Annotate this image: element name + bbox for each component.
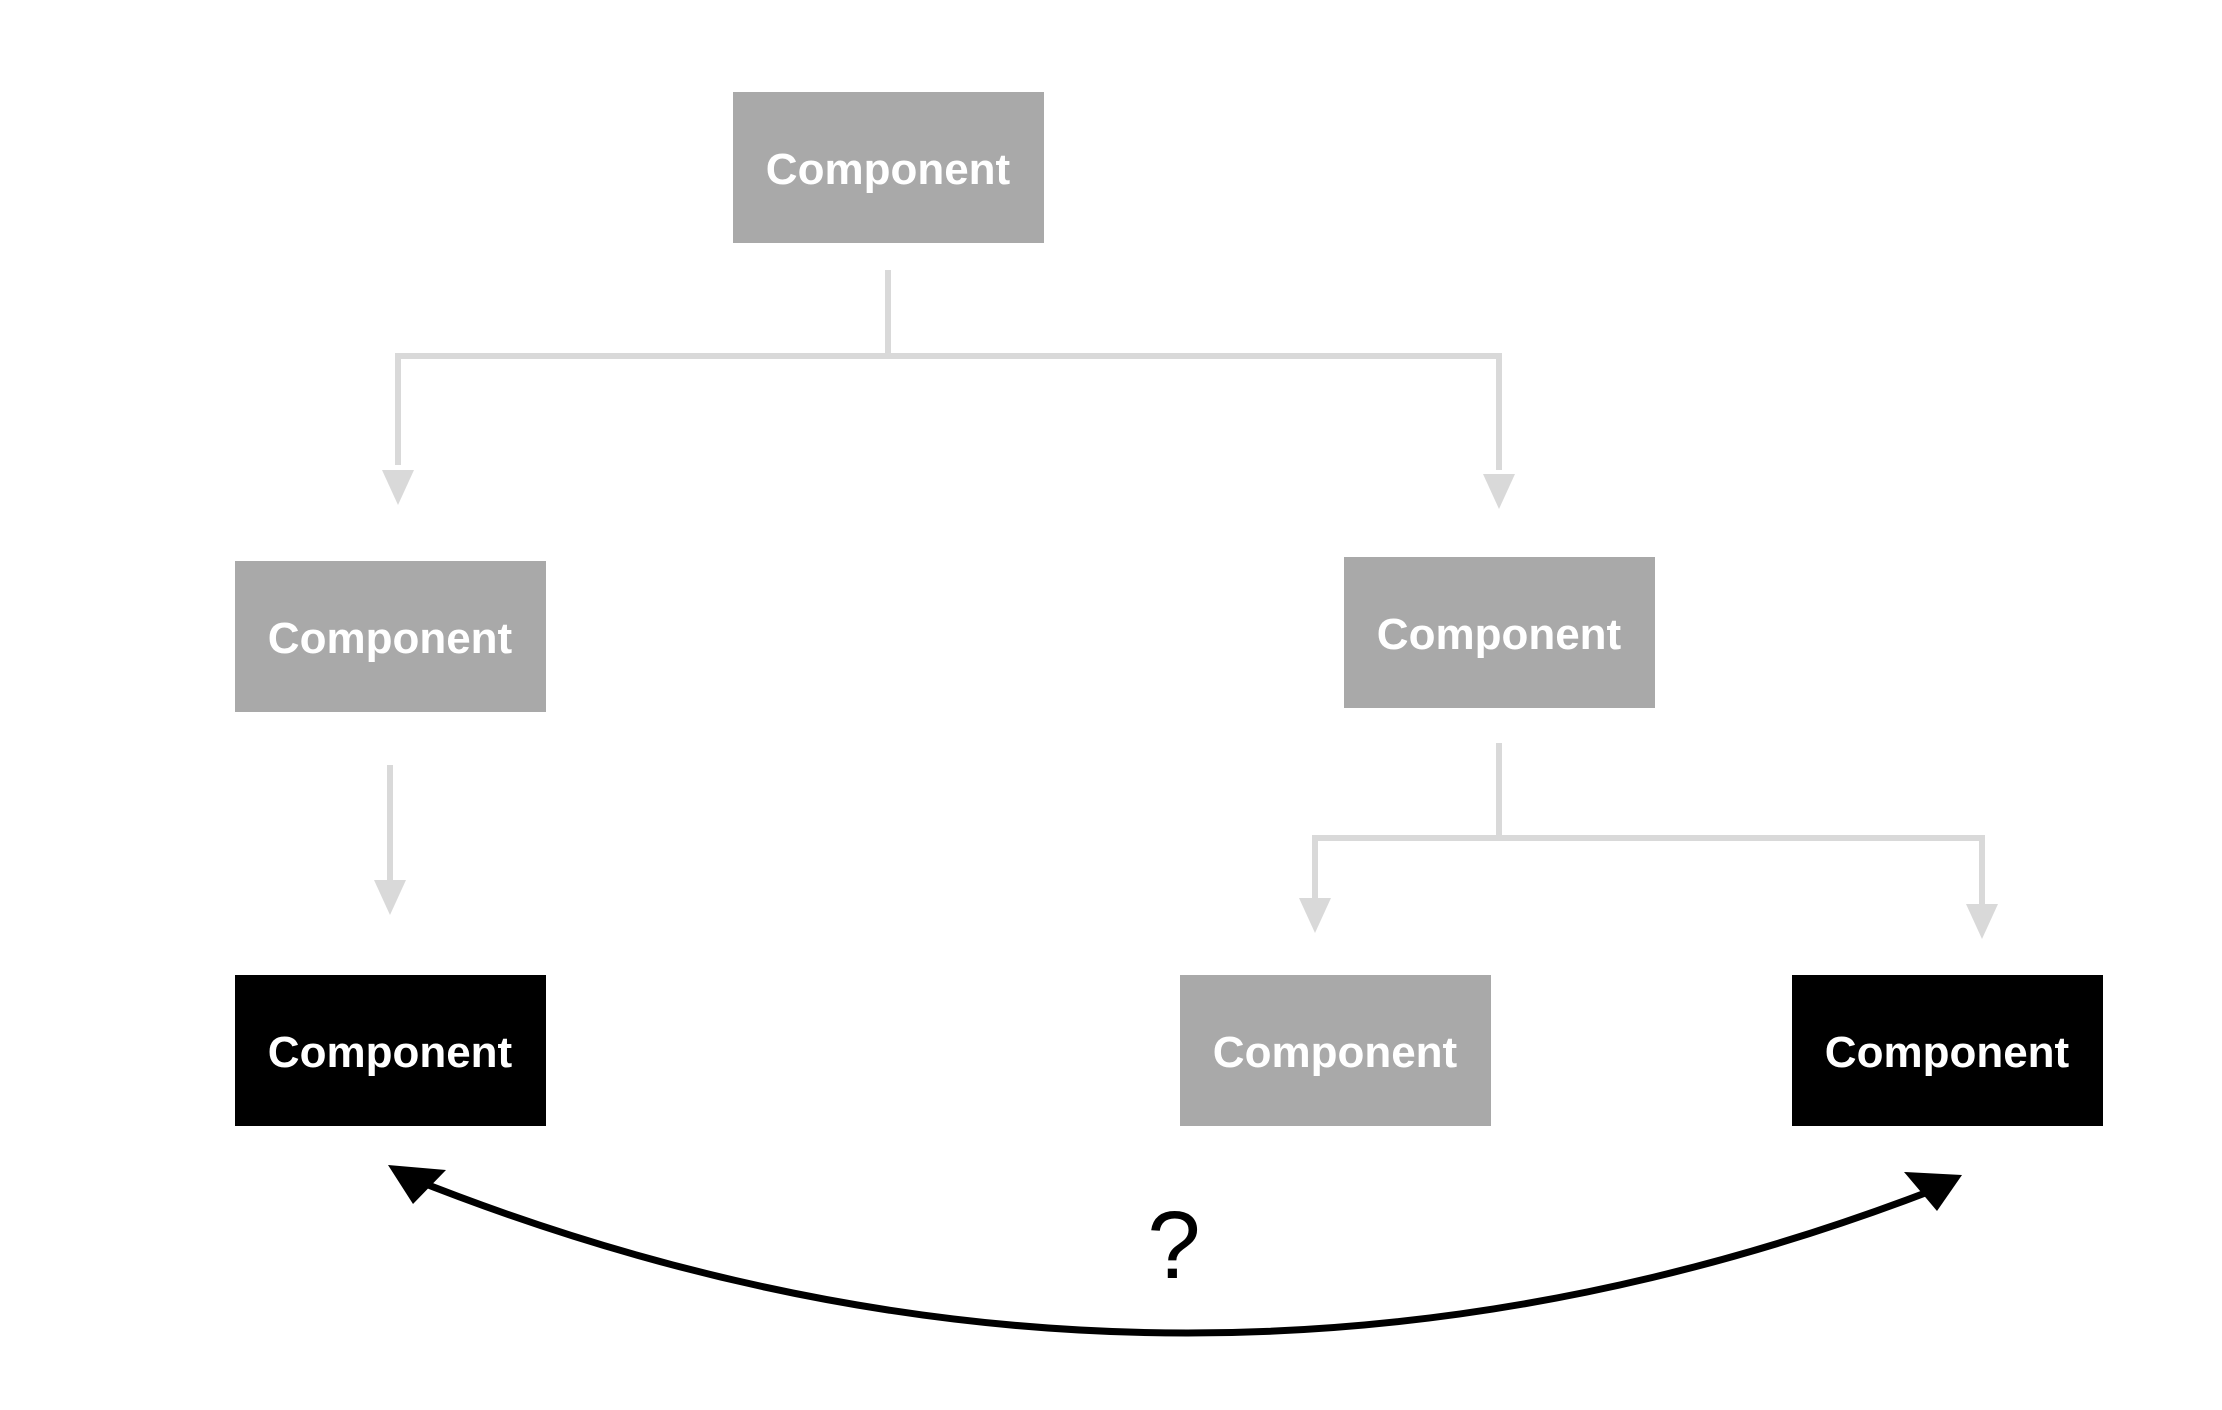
arrowhead-to-left-child — [382, 470, 414, 505]
component-box — [235, 561, 546, 712]
component-label: Component — [1825, 1028, 2070, 1077]
arrowhead-to-left-leaf — [374, 880, 406, 915]
component-box — [1180, 975, 1491, 1126]
component-right-leaf: Component — [1792, 975, 2103, 1126]
relation-arrow: ? — [388, 1165, 1962, 1337]
component-label: Component — [766, 145, 1011, 194]
arrowhead-to-middle-leaf — [1299, 898, 1331, 933]
relation-arrowhead-right — [1904, 1172, 1962, 1211]
relation-curve — [406, 1173, 1948, 1337]
component-root: Component — [733, 92, 1044, 243]
component-box — [1792, 975, 2103, 1126]
component-box — [733, 92, 1044, 243]
arrowhead-to-right-child — [1483, 474, 1515, 509]
component-left-leaf: Component — [235, 975, 546, 1126]
relation-question-mark: ? — [1147, 1192, 1200, 1299]
root-branch-line — [395, 353, 1502, 470]
arrowhead-to-right-leaf — [1966, 904, 1998, 939]
component-label: Component — [1377, 610, 1622, 659]
component-label: Component — [1213, 1028, 1458, 1077]
component-left-child: Component — [235, 561, 546, 712]
component-label: Component — [268, 1028, 513, 1077]
component-right-child: Component — [1344, 557, 1655, 708]
component-box — [1344, 557, 1655, 708]
tree-connectors — [387, 270, 1985, 905]
tree-arrowheads — [374, 470, 1998, 939]
component-middle-leaf: Component — [1180, 975, 1491, 1126]
relation-arrowhead-left — [388, 1165, 446, 1204]
component-label: Component — [268, 614, 513, 663]
component-box — [235, 975, 546, 1126]
right-child-branch-line — [1312, 835, 1985, 905]
